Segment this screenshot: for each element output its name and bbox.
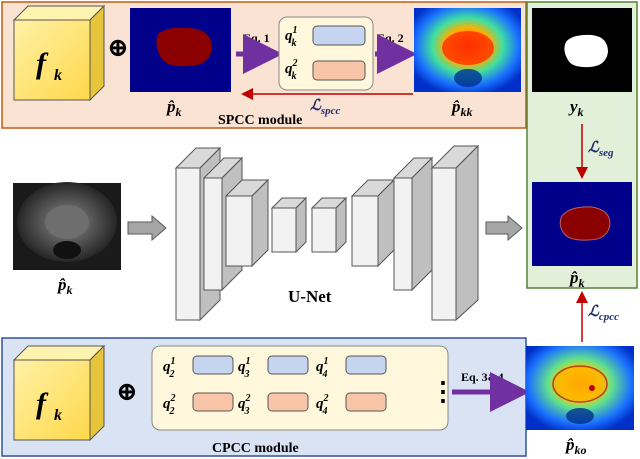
unet-label: U-Net — [288, 287, 332, 306]
spcc-pred-label: p̂k — [165, 97, 182, 119]
cpcc-proto-orange — [345, 392, 387, 412]
cpcc-proto-blue — [267, 355, 309, 375]
right-pred-blob — [559, 206, 611, 241]
spcc-eq1-label: Eq. 1 — [243, 31, 270, 45]
unet-blocks — [174, 144, 480, 322]
seg-loss-label: ℒseg — [588, 140, 614, 159]
cpcc-proto-blue — [192, 355, 234, 375]
unet-to-output-arrow — [485, 214, 523, 242]
gt-label: yk — [568, 97, 584, 119]
input-label: p̂k — [56, 275, 73, 297]
right-pred-label: p̂k — [568, 268, 585, 290]
spcc-out-label: p̂kk — [450, 97, 473, 119]
spcc-feature-cube: f k — [12, 4, 106, 102]
cpcc-proto-blue — [345, 355, 387, 375]
cpcc-more-dots: ⋮ — [430, 377, 456, 406]
spcc-oplus: ⊕ — [107, 33, 129, 62]
cpcc-heatmap — [526, 346, 634, 430]
cpcc-eq-label: Eq. 3&4 — [461, 370, 504, 384]
cpcc-feature-cube: f k — [12, 344, 106, 442]
cpcc-proto-orange — [267, 392, 309, 412]
spcc-proto-orange — [312, 60, 366, 81]
spcc-feature-sub: k — [54, 67, 62, 84]
spcc-heatmap — [414, 8, 521, 92]
spcc-proto-blue — [312, 25, 366, 46]
cpcc-oplus: ⊕ — [116, 377, 138, 406]
cpcc-feature-label: f — [36, 387, 49, 420]
spcc-feature-label: f — [36, 47, 49, 80]
input-to-unet-arrow — [127, 214, 167, 242]
cpcc-loss-label: ℒcpcc — [588, 304, 619, 323]
cpcc-proto-orange — [192, 392, 234, 412]
ground-truth-blob — [564, 34, 608, 68]
cpcc-out-label: p̂ko — [564, 435, 587, 457]
spcc-pred-blob — [156, 27, 212, 67]
cpcc-module-title: CPCC module — [212, 441, 299, 456]
spcc-loss-label: ℒspcc — [310, 98, 340, 117]
spcc-module-title: SPCC module — [218, 113, 302, 128]
cpcc-feature-sub: k — [54, 407, 62, 424]
input-mri-image — [13, 182, 121, 270]
spcc-eq2-label: Eq. 2 — [377, 31, 404, 45]
